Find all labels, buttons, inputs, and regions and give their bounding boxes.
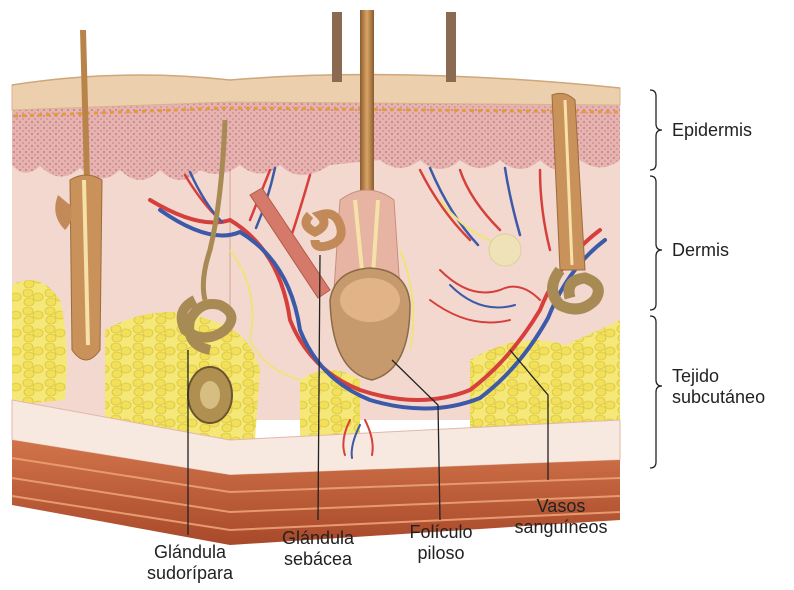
label-epidermis: Epidermis <box>672 120 752 141</box>
label-sweat-gland-line1: Glándula <box>135 542 245 563</box>
label-subcutaneous: Tejido subcutáneo <box>672 366 765 408</box>
label-sweat-gland: Glándula sudorípara <box>135 542 245 584</box>
label-blood-vessels-line2: sanguíneos <box>506 517 616 538</box>
label-dermis: Dermis <box>672 240 729 261</box>
label-sweat-gland-line2: sudorípara <box>135 563 245 584</box>
label-hair-follicle: Folículo piloso <box>393 522 489 564</box>
label-sebaceous-gland-line2: sebácea <box>268 549 368 570</box>
label-hair-follicle-line2: piloso <box>393 543 489 564</box>
epidermis-layer <box>12 75 620 180</box>
label-sebaceous-gland-line1: Glándula <box>268 528 368 549</box>
label-hair-follicle-line1: Folículo <box>393 522 489 543</box>
label-subcutaneous-line1: Tejido <box>672 366 765 387</box>
label-sebaceous-gland: Glándula sebácea <box>268 528 368 570</box>
label-blood-vessels: Vasos sanguíneos <box>506 496 616 538</box>
label-subcutaneous-line2: subcutáneo <box>672 387 765 408</box>
layer-brackets <box>650 90 662 468</box>
label-blood-vessels-line1: Vasos <box>506 496 616 517</box>
pacinian-corpuscle <box>489 234 521 266</box>
